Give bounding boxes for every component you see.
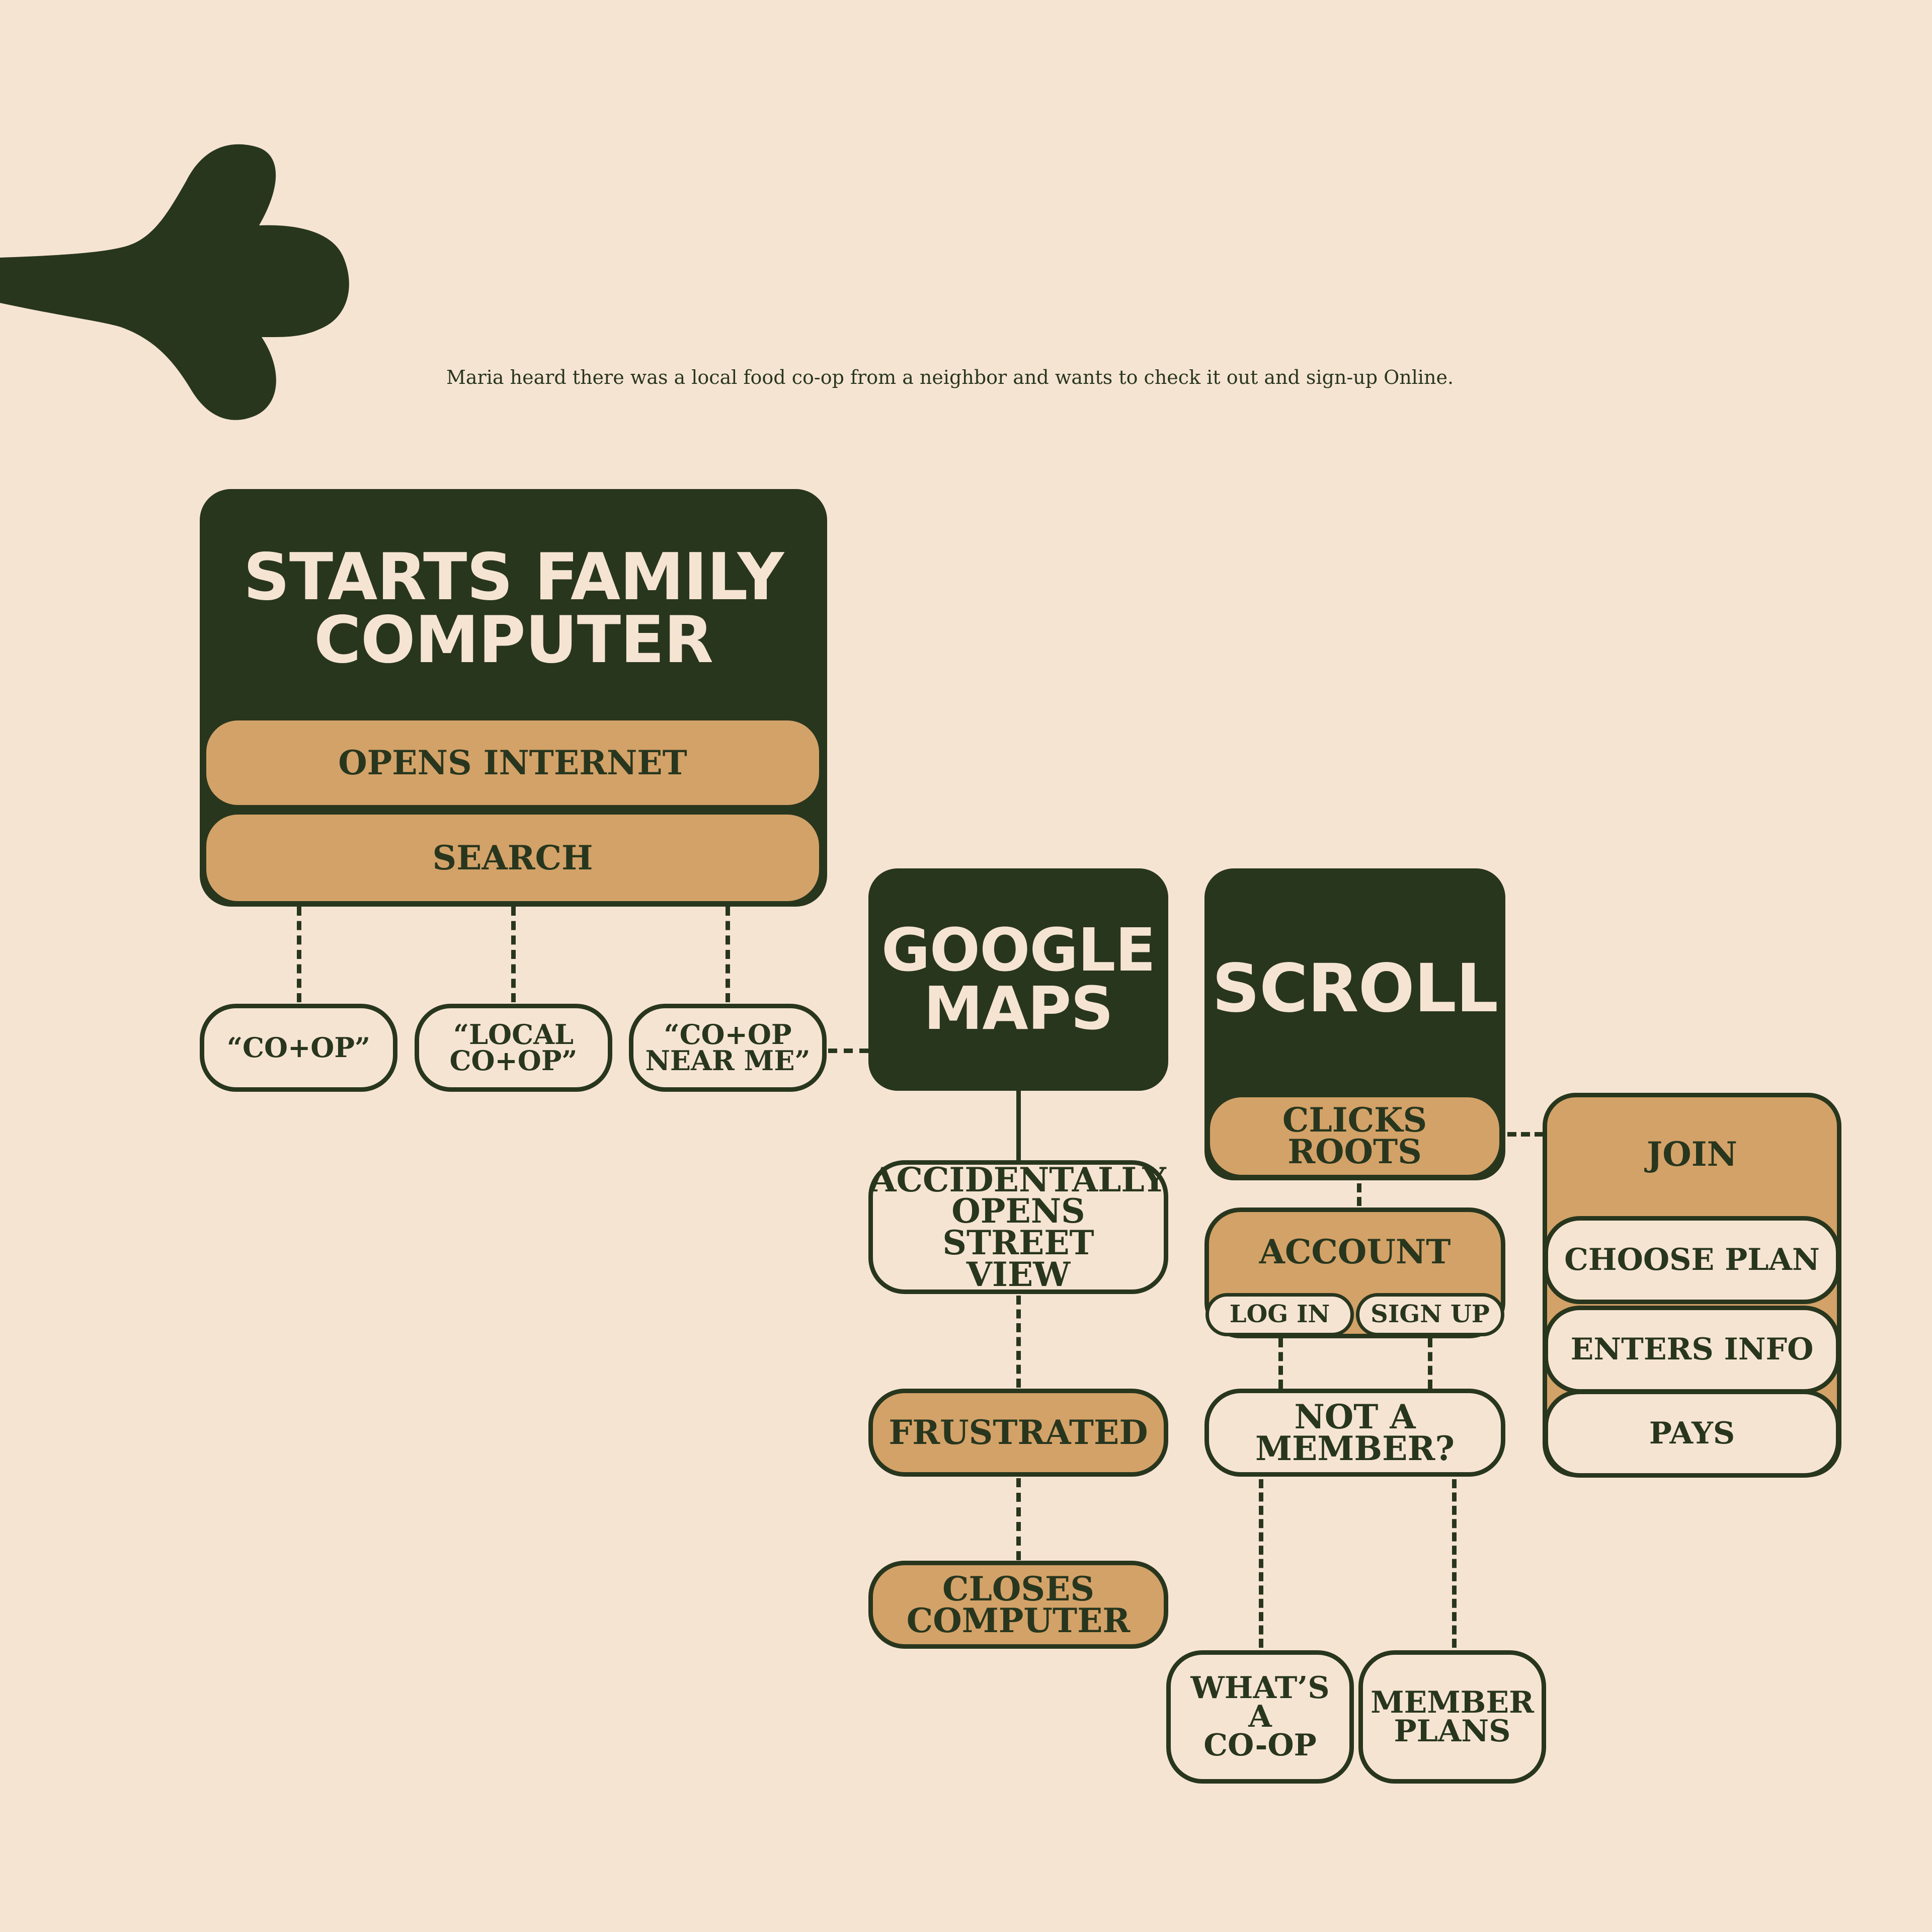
closes-computer-step: CLOSES COMPUTER: [868, 1561, 1168, 1649]
connector: [1278, 1338, 1283, 1389]
search-term-near-line1: “CO+OP: [664, 1018, 792, 1051]
choose-plan-step: CHOOSE PLAN: [1544, 1216, 1840, 1304]
start-title: STARTS FAMILY COMPUTER: [200, 543, 827, 674]
member-plans-link[interactable]: MEMBER PLANS: [1358, 1650, 1546, 1784]
connector: [1507, 1132, 1544, 1137]
start-title-line1: STARTS FAMILY: [243, 539, 784, 615]
closes-line1: CLOSES: [942, 1569, 1095, 1608]
closes-line2: COMPUTER: [906, 1600, 1131, 1640]
plans-line1: MEMBER: [1371, 1684, 1534, 1720]
whats-line1: WHAT’S: [1190, 1670, 1330, 1706]
connector: [511, 907, 516, 1002]
sign-up-button[interactable]: SIGN UP: [1356, 1293, 1504, 1336]
account-label: ACCOUNT: [1259, 1232, 1451, 1271]
search-term-local-coop: “LOCAL CO+OP”: [415, 1004, 612, 1092]
google-maps-line1: GOOGLE: [881, 915, 1156, 985]
connector: [1016, 1091, 1021, 1160]
street-view-step: ACCIDENTALLY OPENS STREET VIEW: [868, 1160, 1168, 1294]
connector: [1016, 1478, 1021, 1560]
connector: [1428, 1338, 1432, 1389]
whats-line2: A: [1248, 1699, 1272, 1734]
frustrated-step: FRUSTRATED: [868, 1389, 1168, 1477]
enters-info-step: ENTERS INFO: [1544, 1306, 1840, 1394]
plans-line2: PLANS: [1394, 1713, 1511, 1749]
not-member-line2: MEMBER?: [1255, 1428, 1455, 1468]
not-member-line1: NOT A: [1294, 1397, 1416, 1436]
connector: [1452, 1479, 1457, 1648]
start-title-line2: COMPUTER: [313, 603, 713, 678]
clicks-roots-step: CLICKS ROOTS: [1205, 1093, 1504, 1179]
search-step: SEARCH: [202, 810, 824, 906]
google-maps-panel: GOOGLE MAPS: [868, 868, 1168, 1091]
connector: [1016, 1296, 1021, 1388]
not-a-member-step: NOT A MEMBER?: [1204, 1389, 1505, 1477]
google-maps-line2: MAPS: [923, 974, 1113, 1043]
scroll-title: SCROLL: [1212, 950, 1498, 1028]
log-in-button[interactable]: LOG IN: [1205, 1293, 1354, 1336]
whats-line3: CO-OP: [1203, 1728, 1317, 1763]
opens-internet-step: OPENS INTERNET: [202, 716, 824, 810]
leaf-icon: [0, 144, 349, 420]
street-view-line3: VIEW: [966, 1254, 1071, 1294]
join-title: JOIN: [1647, 1135, 1737, 1174]
connector: [726, 907, 730, 1002]
street-view-line1: ACCIDENTALLY: [870, 1160, 1166, 1199]
search-term-local-line2: CO+OP”: [449, 1044, 578, 1077]
pays-step: PAYS: [1544, 1390, 1840, 1478]
search-term-near-me: “CO+OP NEAR ME”: [629, 1004, 827, 1092]
search-term-local-line1: “LOCAL: [453, 1018, 574, 1051]
scenario-caption: Maria heard there was a local food co-op…: [446, 366, 1454, 388]
search-term-coop: “CO+OP”: [200, 1004, 397, 1092]
whats-a-coop-link[interactable]: WHAT’S A CO-OP: [1166, 1650, 1354, 1784]
search-term-near-line2: NEAR ME”: [645, 1044, 811, 1077]
connector: [1357, 1183, 1361, 1206]
street-view-line2: OPENS STREET: [942, 1191, 1094, 1262]
connector: [297, 907, 301, 1002]
connector: [828, 1049, 868, 1053]
connector: [1259, 1479, 1263, 1648]
